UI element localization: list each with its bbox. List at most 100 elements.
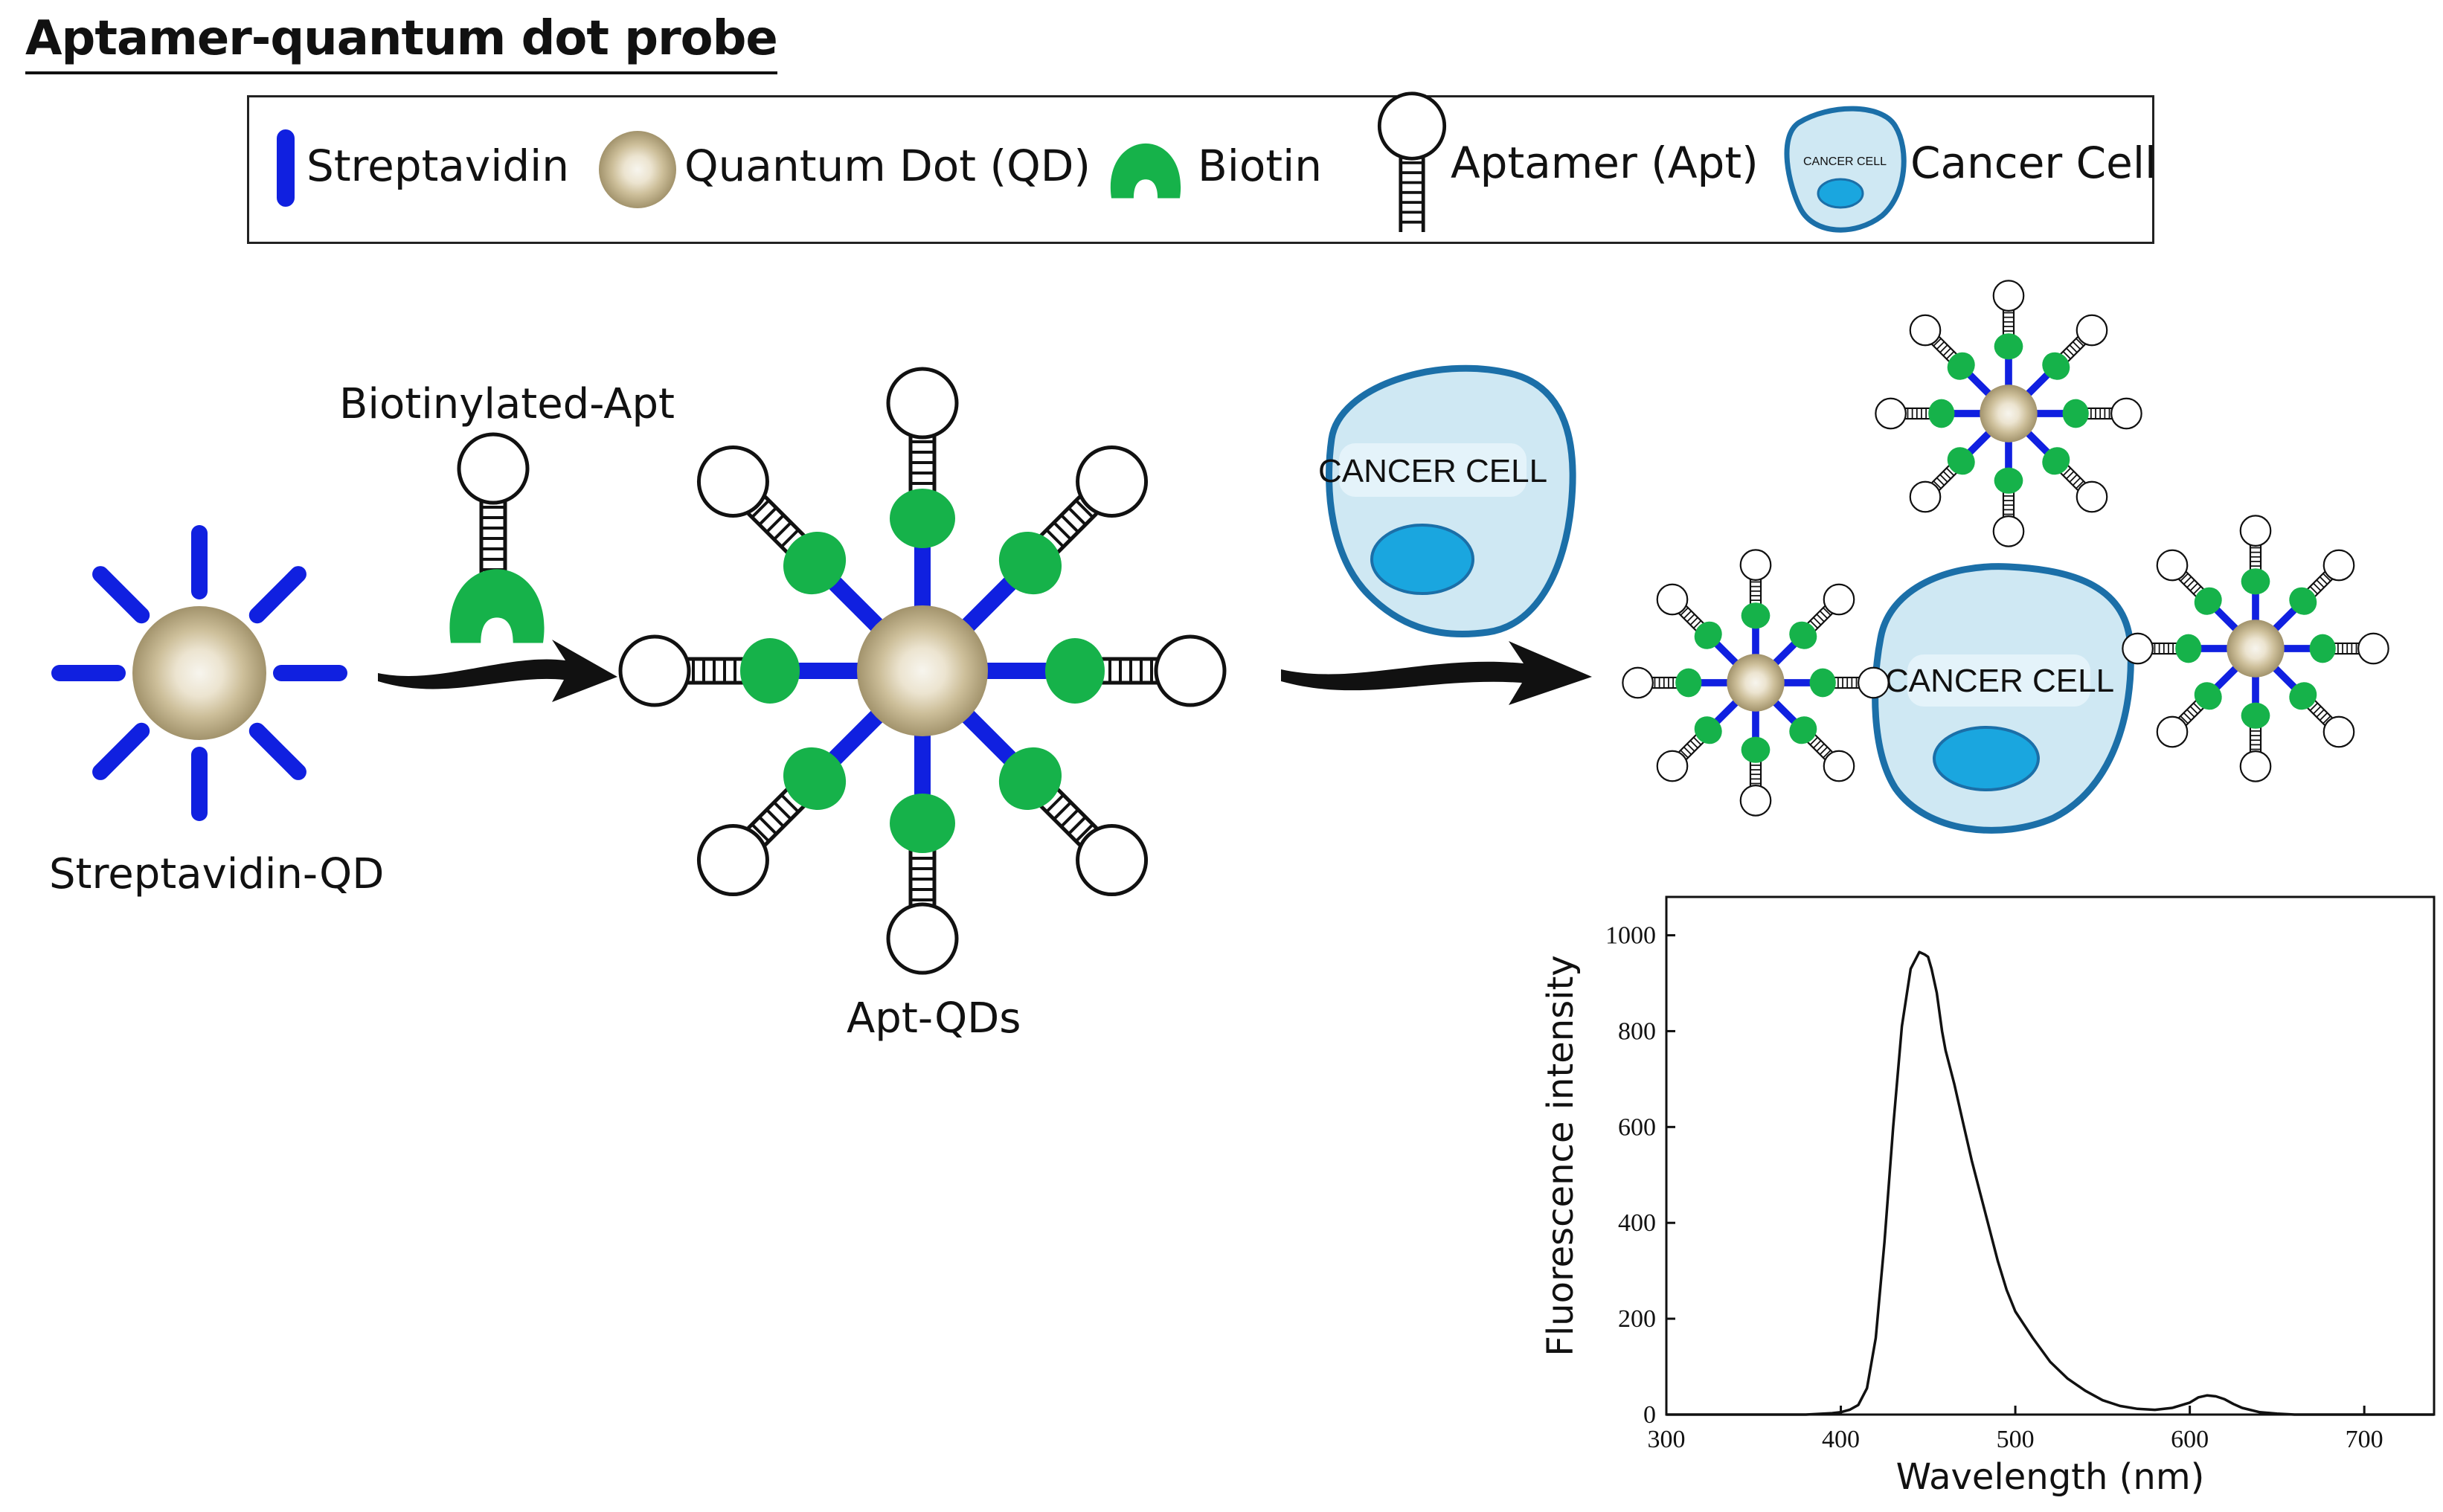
biotinylated-aptamer-icon bbox=[449, 434, 545, 643]
probe-arm bbox=[1903, 428, 1994, 519]
probe-arm bbox=[2023, 428, 2114, 519]
probe-arm bbox=[1771, 698, 1861, 788]
legend-aptamer-icon bbox=[1379, 94, 1444, 232]
legend-streptavidin-icon bbox=[277, 129, 295, 207]
bound-cancer-cell-icon: CANCER CELL bbox=[1872, 563, 2134, 834]
biotin-icon bbox=[2042, 352, 2070, 380]
series-line bbox=[1666, 950, 2434, 1416]
streptavidin-rod bbox=[827, 704, 889, 766]
biotin-icon bbox=[783, 531, 847, 595]
streptavidin-rod bbox=[2213, 606, 2241, 634]
bound-probe-icon bbox=[1875, 280, 2142, 547]
bound-probe-icon bbox=[2122, 515, 2389, 782]
y-tick-label: 800 bbox=[1618, 1017, 1656, 1045]
streptavidin-qd-label: Streptavidin-QD bbox=[49, 850, 385, 898]
x-axis-label: Wavelength (nm) bbox=[1896, 1456, 2205, 1498]
legend-cancer-cell-icon: CANCER CELL bbox=[1784, 106, 1907, 233]
probe-arm bbox=[956, 433, 1160, 637]
probe-arm bbox=[2270, 543, 2361, 634]
x-tick-label: 400 bbox=[1822, 1426, 1860, 1453]
biotin-icon bbox=[2309, 634, 2336, 663]
y-tick-label: 200 bbox=[1618, 1305, 1656, 1333]
biotin-icon bbox=[2289, 587, 2317, 615]
legend bbox=[247, 95, 2154, 244]
y-tick-label: 0 bbox=[1643, 1401, 1656, 1429]
streptavidin-rod bbox=[92, 722, 150, 780]
probe-arm bbox=[2278, 632, 2389, 665]
bound-probe-icon bbox=[1622, 549, 1890, 817]
nucleus-icon bbox=[1933, 726, 2040, 791]
legend-label-quantum-dot: Quantum Dot (QD) bbox=[684, 141, 1091, 191]
probe-arm bbox=[2239, 671, 2272, 782]
probe-arm bbox=[1778, 666, 1890, 699]
streptavidin-rod bbox=[92, 566, 150, 624]
biotin-icon bbox=[783, 747, 847, 811]
y-tick-label: 600 bbox=[1618, 1113, 1656, 1141]
biotin-icon bbox=[1928, 399, 1955, 428]
biotin-icon bbox=[890, 794, 955, 853]
legend-label-cancer-cell: Cancer Cell bbox=[1910, 138, 2157, 188]
biotin-icon bbox=[1789, 621, 1817, 649]
quantum-dot-core bbox=[2227, 620, 2285, 678]
page-title: Aptamer-quantum dot probe bbox=[25, 9, 778, 74]
streptavidin-rod bbox=[248, 722, 306, 780]
probe-arm bbox=[2150, 543, 2241, 634]
quantum-dot-core bbox=[1727, 654, 1785, 712]
streptavidin-rod bbox=[827, 576, 889, 637]
arrow-right-icon bbox=[378, 640, 617, 702]
biotin-icon bbox=[740, 638, 800, 704]
biotin-icon bbox=[1947, 447, 1975, 475]
streptavidin-rod bbox=[248, 566, 306, 624]
probe-arm bbox=[1903, 308, 1994, 399]
biotin-icon bbox=[1994, 467, 2023, 494]
legend-nucleus-icon bbox=[1817, 178, 1864, 209]
streptavidin-rod bbox=[2023, 371, 2051, 399]
legend-quantum-dot-icon bbox=[599, 131, 676, 208]
streptavidin-rod bbox=[2213, 663, 2241, 691]
biotin-icon bbox=[2194, 587, 2222, 615]
biotin-icon bbox=[2241, 568, 2270, 595]
probe-arm bbox=[2023, 308, 2114, 399]
biotin-icon bbox=[1809, 668, 1836, 698]
streptavidin-rod bbox=[2023, 428, 2051, 456]
apt-qds-label: Apt-QDs bbox=[847, 994, 1021, 1043]
probe-arm bbox=[1650, 698, 1741, 788]
streptavidin-rod bbox=[2270, 606, 2298, 634]
biotin-icon bbox=[2175, 634, 2202, 663]
probe-arm bbox=[1739, 705, 1772, 817]
biotin-icon bbox=[998, 531, 1062, 595]
probe-arm bbox=[1739, 549, 1772, 660]
bound-cell-label: CANCER CELL bbox=[1885, 663, 2114, 699]
biotin-icon bbox=[890, 489, 955, 548]
probe-arm bbox=[2150, 663, 2241, 754]
apt-qd-probe-icon bbox=[620, 369, 1224, 973]
y-axis-label: Fluorescence intensity bbox=[1540, 955, 1582, 1357]
biotin-icon bbox=[2194, 682, 2222, 710]
legend-label-streptavidin: Streptavidin bbox=[306, 141, 570, 191]
cancer-cell-icon: CANCER CELL bbox=[1318, 364, 1576, 637]
probe-arm bbox=[684, 704, 889, 909]
quantum-dot-core bbox=[132, 606, 266, 740]
biotin-icon bbox=[1045, 638, 1105, 704]
streptavidin-rod bbox=[956, 704, 1018, 766]
nucleus-icon bbox=[1370, 524, 1474, 595]
x-tick-label: 500 bbox=[1997, 1426, 2035, 1453]
probe-arm bbox=[620, 637, 871, 705]
probe-arm bbox=[1992, 280, 2025, 391]
probe-arm bbox=[956, 704, 1160, 909]
biotin-icon bbox=[1675, 668, 1702, 698]
biotin-icon bbox=[1741, 736, 1771, 763]
streptavidin-qd-icon bbox=[51, 525, 347, 821]
x-tick-label: 300 bbox=[1648, 1426, 1686, 1453]
biotin-icon bbox=[1789, 716, 1817, 744]
legend-label-biotin: Biotin bbox=[1198, 141, 1323, 191]
quantum-dot-core bbox=[857, 605, 988, 736]
probe-arm bbox=[2270, 663, 2361, 754]
streptavidin-rod bbox=[1771, 698, 1798, 725]
probe-arm bbox=[888, 722, 957, 973]
legend-mini-cell-label: CANCER CELL bbox=[1803, 155, 1887, 168]
biotin-icon bbox=[1694, 716, 1722, 744]
probe-arm bbox=[974, 637, 1224, 705]
